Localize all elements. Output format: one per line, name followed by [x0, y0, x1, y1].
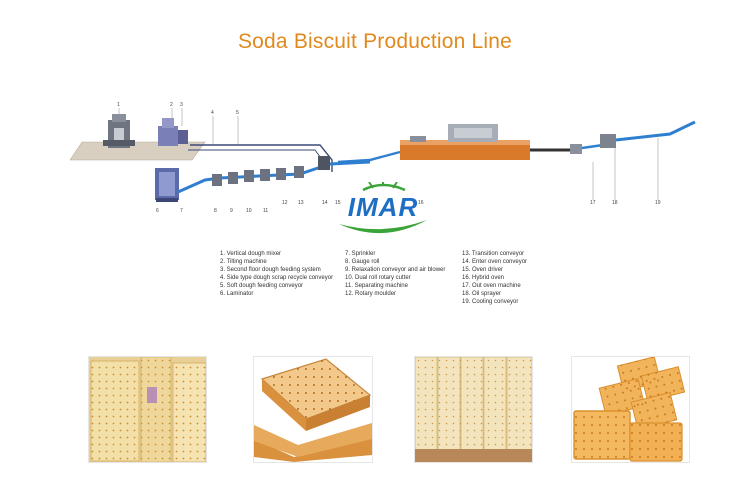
- tilting-machine-icon: [158, 118, 188, 146]
- callout-19: 19: [655, 200, 661, 206]
- callout-17: 17: [590, 200, 596, 206]
- transition-conveyor: [337, 150, 401, 164]
- callout-7: 7: [180, 208, 183, 214]
- page-title: Soda Biscuit Production Line: [237, 30, 513, 53]
- legend-item: 13. Transition conveyor: [462, 251, 525, 257]
- legend-item: 17. Out oven machine: [462, 283, 521, 289]
- rotary-cutter: [318, 156, 330, 170]
- oven-icon: [400, 124, 530, 160]
- legend-item: 10. Dual roll rotary cutter: [345, 275, 411, 281]
- oil-sprayer: [600, 134, 616, 148]
- callout-3: 3: [180, 102, 183, 108]
- legend-item: 8. Gauge roll: [345, 259, 380, 265]
- callout-11: 11: [263, 208, 268, 214]
- legend-column-3: 13. Transition conveyor 14. Enter oven c…: [462, 250, 527, 306]
- logo-text: IMAR: [347, 192, 419, 222]
- legend-item: 2. Tilting machine: [220, 259, 267, 265]
- logo-swoosh: [339, 220, 427, 234]
- legend-item: 11. Separating machine: [345, 283, 408, 289]
- biscuit-photo: [88, 356, 207, 463]
- gauge-rolls: [212, 166, 304, 186]
- legend-item: 14. Enter oven conveyor: [462, 259, 528, 265]
- callout-15: 15: [335, 200, 341, 206]
- production-line-diagram: 1 2 3 4 5 6 7 8 9 10 11 12 13 14 15 16 1…: [70, 100, 710, 245]
- callout-18: 18: [612, 200, 618, 206]
- legend-item: 12. Rotary moulder: [345, 291, 397, 297]
- logo-rays: [368, 182, 398, 189]
- biscuit-photo: [253, 356, 373, 463]
- legend-item: 16. Hybrid oven: [462, 275, 505, 281]
- biscuit-photo: [414, 356, 533, 463]
- dough-mixer-icon: [103, 114, 135, 148]
- callout-6: 6: [156, 208, 159, 214]
- legend-item: 9. Relaxation conveyor and air blower: [345, 267, 446, 273]
- callout-12: 12: [282, 200, 288, 206]
- callout-4: 4: [211, 110, 214, 116]
- callout-9: 9: [230, 208, 233, 214]
- legend-column-2: 7. Sprinkler 8. Gauge roll 9. Relaxation…: [345, 250, 445, 298]
- callout-8: 8: [214, 208, 217, 214]
- dough-scrap-conveyor: [190, 144, 333, 172]
- callout-2: 2: [170, 102, 173, 108]
- callout-10: 10: [246, 208, 252, 214]
- legend-item: 15. Oven driver: [462, 267, 504, 273]
- callout-1: 1: [117, 102, 120, 108]
- legend-item: 1. Vertical dough mixer: [220, 251, 282, 257]
- callout-13: 13: [298, 200, 304, 206]
- callout-5: 5: [236, 110, 239, 116]
- imar-logo: IMAR: [333, 182, 433, 242]
- legend-item: 6. Laminator: [220, 291, 254, 297]
- legend-item: 18. Oil sprayer: [462, 291, 502, 297]
- legend-item: 5. Soft dough feeding conveyor: [220, 283, 304, 289]
- platform-base: [70, 141, 206, 161]
- biscuit-photo: [571, 356, 690, 463]
- callout-14: 14: [322, 200, 328, 206]
- legend-item: 7. Sprinkler: [345, 251, 376, 257]
- cooling-conveyor: [615, 120, 696, 142]
- laminator-icon: [155, 168, 179, 202]
- legend-column-1: 1. Vertical dough mixer 2. Tilting machi…: [220, 250, 333, 298]
- callout-16: 16: [418, 200, 424, 206]
- legend-item: 4. Side type dough scrap recycle conveyo…: [220, 275, 334, 281]
- legend-item: 3. Second floor dough feeding system: [220, 267, 321, 273]
- legend-item: 19. Cooling conveyor: [462, 299, 519, 305]
